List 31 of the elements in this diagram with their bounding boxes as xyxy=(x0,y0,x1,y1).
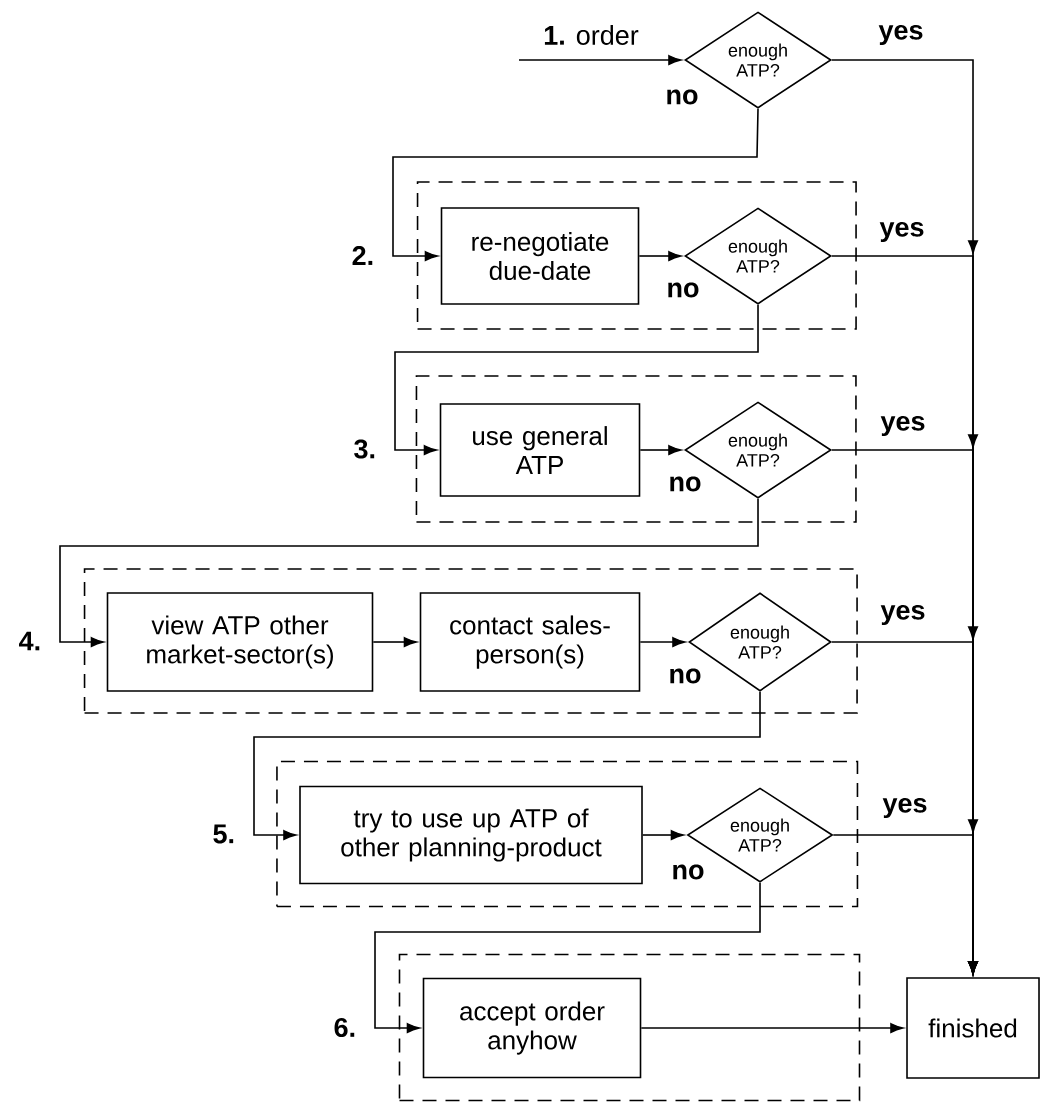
arrow xyxy=(832,819,978,975)
node-label: 6. xyxy=(334,1017,355,1038)
node-label: 3. xyxy=(354,439,375,459)
process-box: contact sales-person(s) xyxy=(419,592,641,692)
node-label: 4. xyxy=(19,631,40,651)
process-box: accept order anyhow xyxy=(422,977,642,1079)
arrow xyxy=(394,304,759,455)
edge-label: 1. order xyxy=(542,24,640,46)
arrow xyxy=(372,637,417,647)
arrow xyxy=(638,251,682,261)
arrow xyxy=(640,1023,904,1033)
edge-label: yes xyxy=(879,603,927,627)
process-box: view ATP other market-sector(s) xyxy=(106,592,374,692)
process-box: re-negotiate due-date xyxy=(440,207,640,305)
process-box: use general ATP xyxy=(439,403,641,497)
arrow xyxy=(59,498,759,647)
process-box: finished xyxy=(906,977,1040,1079)
arrow xyxy=(639,445,682,455)
edge-label: yes xyxy=(877,23,925,47)
arrow xyxy=(253,691,761,840)
arrow xyxy=(374,882,761,1033)
edge-label: yes xyxy=(881,796,929,820)
node-label: 2. xyxy=(352,246,373,265)
arrow xyxy=(642,830,684,840)
edge-label: yes xyxy=(878,220,926,244)
arrow xyxy=(392,108,759,261)
arrow xyxy=(639,637,686,647)
arrow xyxy=(518,55,682,65)
node-label: 5. xyxy=(213,824,234,844)
process-box: try to use up ATP of other planning-product xyxy=(299,785,643,885)
edge-label: yes xyxy=(879,414,927,438)
